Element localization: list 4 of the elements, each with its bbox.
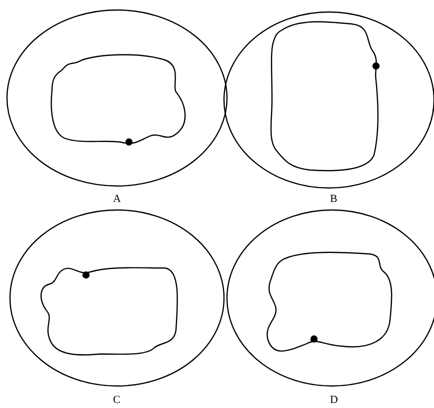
- panel-letter: B: [330, 193, 338, 205]
- panel-letter: C: [113, 394, 120, 406]
- panel-letter: D: [330, 394, 338, 406]
- panel-letter: A: [113, 193, 121, 205]
